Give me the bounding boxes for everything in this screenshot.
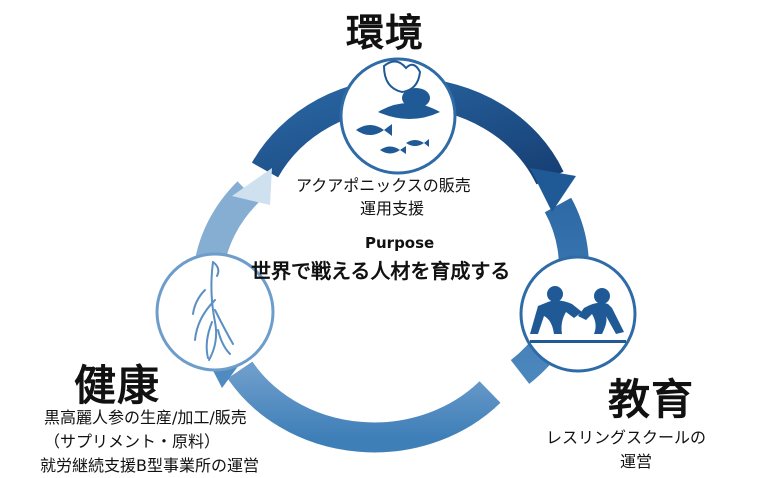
environment-line-1: アクアポニックスの販売 <box>296 176 471 195</box>
wrestlers-icon <box>530 286 626 343</box>
purpose-statement: 世界で戦える人材を育成する <box>251 259 511 283</box>
vegetables-fish-icon <box>356 60 440 154</box>
purpose-label: Purpose <box>365 234 435 252</box>
environment-title: 環境 <box>346 11 425 55</box>
ginseng-root-icon <box>192 261 234 361</box>
education-line-1: レスリングスクールの <box>546 428 707 447</box>
health-node <box>155 252 275 372</box>
health-title: 健康 <box>74 361 161 410</box>
arrow-head-top-left <box>232 168 272 205</box>
arc-bottom <box>227 361 501 453</box>
environment-line-2: 運用支援 <box>360 199 425 218</box>
health-line-3: 就労継続支援B型事業所の運営 <box>40 456 259 475</box>
education-line-2: 運営 <box>620 452 653 471</box>
arrow-head-top-right <box>530 168 576 212</box>
education-node <box>519 255 637 373</box>
education-title: 教育 <box>608 375 695 424</box>
health-line-2: （サプリメント・原料） <box>44 432 221 451</box>
health-line-1: 黒高麗人参の生産/加工/販売 <box>44 408 247 427</box>
environment-node <box>339 57 457 175</box>
